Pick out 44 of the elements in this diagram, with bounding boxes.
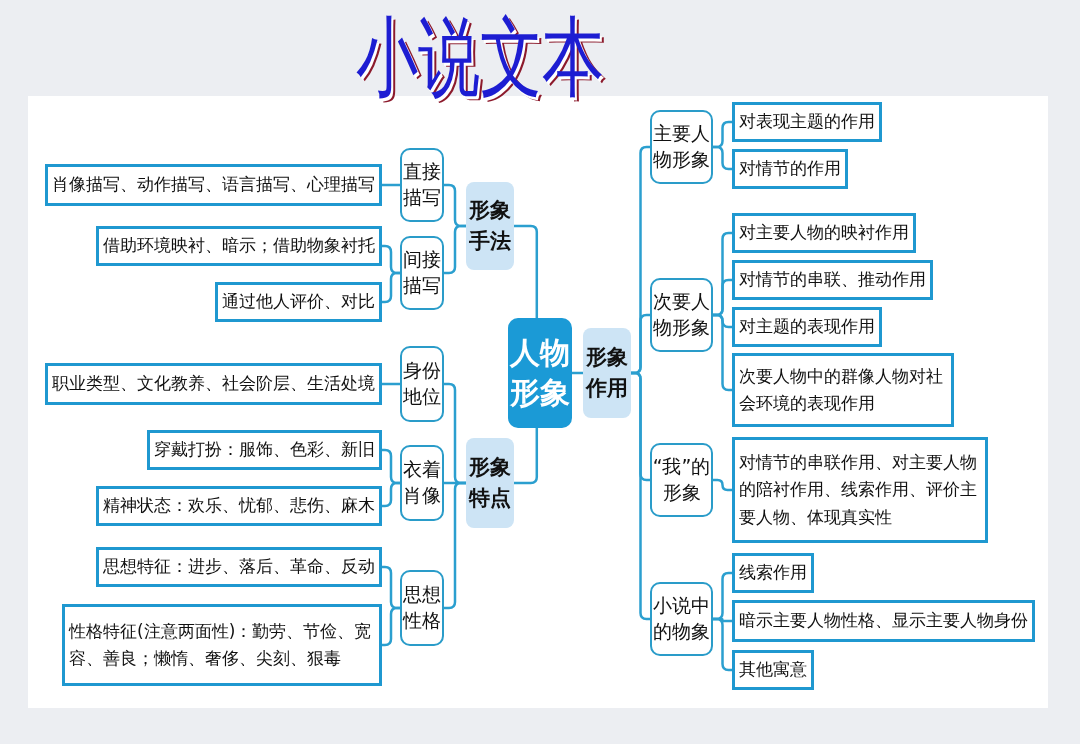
detail-box: 精神状态：欢乐、忧郁、悲伤、麻木 (96, 486, 382, 526)
detail-box: 性格特征(注意两面性)：勤劳、节俭、宽容、善良；懒惰、奢侈、尖刻、狠毒 (62, 604, 382, 686)
subtopic-box: 次要人物形象 (650, 278, 713, 352)
connector-line (514, 224, 539, 318)
detail-box: 次要人物中的群像人物对社会环境的表现作用 (732, 353, 954, 427)
connector-line (444, 224, 466, 275)
detail-box: 对表现主题的作用 (732, 102, 882, 142)
detail-box: 对主要人物的映衬作用 (732, 213, 916, 253)
connector-line (713, 145, 732, 171)
subtopic-box: 衣着肖像 (400, 445, 444, 521)
branch-topic-box: 形象手法 (466, 182, 514, 270)
connector-line (713, 313, 732, 392)
connector-line (382, 271, 400, 304)
connector-line (444, 481, 466, 610)
connector-line (713, 478, 732, 492)
detail-box: 职业类型、文化教养、社会阶层、生活处境 (45, 363, 382, 405)
detail-box: 借助环境映衬、暗示；借助物象衬托 (96, 226, 382, 266)
detail-box: 对主题的表现作用 (732, 307, 882, 347)
connector-line (514, 428, 539, 485)
subtopic-box: 主要人物形象 (650, 110, 713, 184)
branch-topic-box: 形象特点 (466, 438, 514, 528)
detail-box: 线索作用 (732, 553, 814, 593)
detail-box: 通过他人评价、对比 (215, 282, 382, 322)
detail-box: 穿戴打扮：服饰、色彩、新旧 (147, 430, 382, 470)
connector-line (382, 481, 400, 508)
subtopic-box: “我”的形象 (650, 443, 713, 517)
detail-box: 对情节的串联、推动作用 (732, 260, 933, 300)
branch-topic-box: 形象作用 (583, 328, 631, 418)
detail-box: 对情节的作用 (732, 149, 848, 189)
connector-line (713, 617, 732, 672)
detail-box: 肖像描写、动作描写、语言描写、心理描写 (45, 164, 382, 206)
connector-line (631, 371, 650, 621)
subtopic-box: 小说中的物象 (650, 582, 713, 656)
subtopic-box: 思想性格 (400, 570, 444, 646)
detail-box: 思想特征：进步、落后、革命、反动 (96, 547, 382, 587)
central-topic-box: 人物形象 (508, 318, 572, 428)
detail-box: 其他寓意 (732, 650, 814, 690)
subtopic-box: 直接描写 (400, 148, 444, 222)
connector-line (382, 606, 400, 647)
detail-box: 对情节的串联作用、对主要人物的陪衬作用、线索作用、评价主要人物、体现真实性 (732, 437, 988, 543)
title: 小说文本 (356, 14, 604, 101)
subtopic-box: 间接描写 (400, 236, 444, 310)
detail-box: 暗示主要人物性格、显示主要人物身份 (732, 600, 1035, 642)
subtopic-box: 身份地位 (400, 346, 444, 422)
